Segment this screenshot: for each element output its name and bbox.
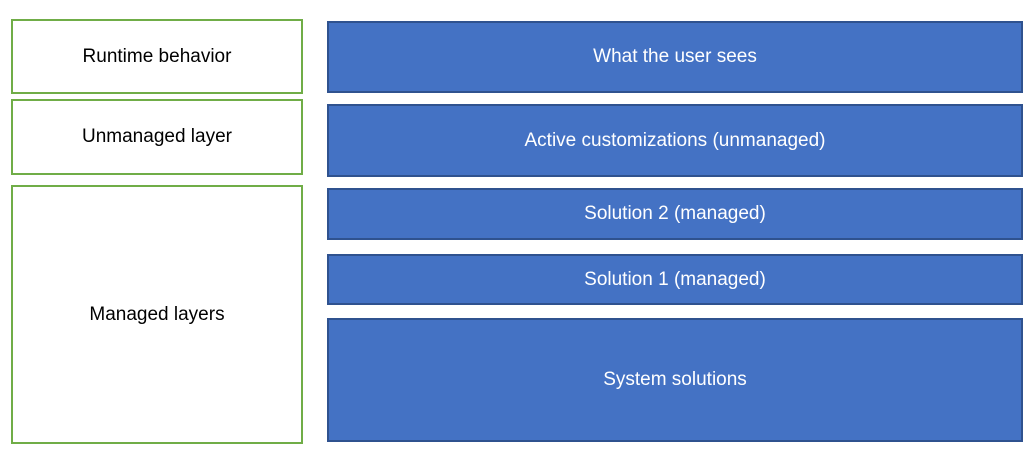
managed-layers-label: Managed layers [89,303,225,325]
solution-2-box: Solution 2 (managed) [327,188,1023,240]
what-user-sees-label: What the user sees [593,46,757,68]
runtime-behavior-box: Runtime behavior [11,19,303,94]
active-customizations-label: Active customizations (unmanaged) [524,129,826,151]
solution-1-label: Solution 1 (managed) [584,268,766,290]
unmanaged-layer-box: Unmanaged layer [11,99,303,175]
active-customizations-box: Active customizations (unmanaged) [327,104,1023,177]
solution-1-box: Solution 1 (managed) [327,254,1023,305]
system-solutions-box: System solutions [327,318,1023,442]
runtime-behavior-label: Runtime behavior [82,45,232,67]
what-user-sees-box: What the user sees [327,21,1023,93]
solution-2-label: Solution 2 (managed) [584,203,766,225]
system-solutions-label: System solutions [603,369,747,391]
unmanaged-layer-label: Unmanaged layer [82,126,232,148]
managed-layers-box: Managed layers [11,185,303,444]
